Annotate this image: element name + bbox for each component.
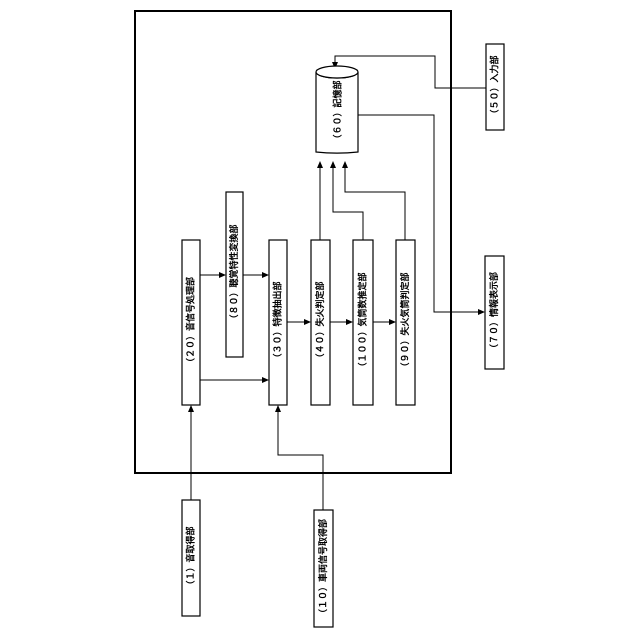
- input-unit-label: （５０）入力部: [489, 55, 501, 118]
- sound-acquisition-label: （１）音取得部: [185, 526, 197, 589]
- box-transfer-characteristic-conversion: （８０）聴覚特性変換部: [226, 192, 243, 357]
- misfire-cylinder-judgment-label: （９０）失火気筒判定部: [399, 272, 411, 371]
- cylinder-count-estimation-label: （１００）気筒数推定部: [357, 272, 369, 371]
- box-misfire-cylinder-judgment: （９０）失火気筒判定部: [396, 240, 415, 405]
- box-input-unit: （５０）入力部: [486, 44, 504, 130]
- box-feature-extraction: （３０）特徴抽出部: [269, 240, 287, 405]
- transfer-characteristic-conversion-label: （８０）聴覚特性変換部: [228, 224, 240, 323]
- feature-extraction-label: （３０）特徴抽出部: [272, 281, 284, 362]
- box-info-display: （７０）情報表示部: [485, 256, 504, 369]
- vehicle-signal-acquisition-label: （１０）車両信号取得部: [317, 519, 329, 618]
- box-sound-acquisition: （１）音取得部: [182, 500, 200, 616]
- info-display-label: （７０）情報表示部: [488, 272, 500, 353]
- misfire-judgment-label: （４０）失火判定部: [314, 281, 326, 362]
- sound-signal-processing-label: （２０）音信号処理部: [185, 277, 197, 367]
- storage-unit-cylinder: （６０）記憶部: [316, 66, 358, 153]
- box-cylinder-count-estimation: （１００）気筒数推定部: [353, 240, 373, 405]
- storage-unit-label: （６０）記憶部: [332, 80, 344, 143]
- box-misfire-judgment: （４０）失火判定部: [311, 240, 330, 405]
- box-vehicle-signal-acquisition: （１０）車両信号取得部: [314, 510, 333, 627]
- box-sound-signal-processing: （２０）音信号処理部: [182, 240, 200, 405]
